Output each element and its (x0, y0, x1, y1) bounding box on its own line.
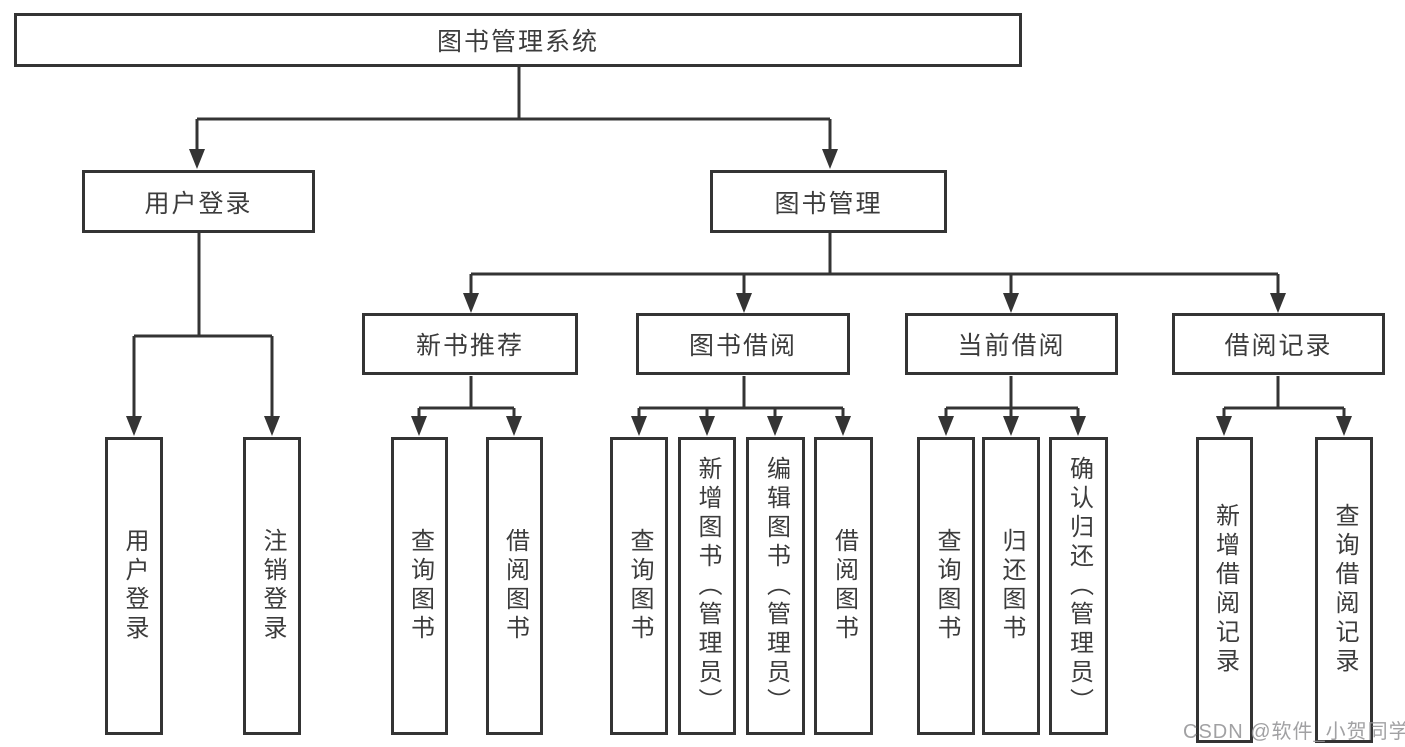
node-user-login-label: 用户登录 (144, 189, 253, 218)
leaf-bw-borrow-books-label: 借阅图书 (830, 528, 858, 644)
leaf-nb-query-books: 查询图书 (391, 437, 448, 735)
leaf-bw-query-books-label: 查询图书 (626, 528, 653, 644)
node-borrow-records-label: 借阅记录 (1224, 332, 1333, 360)
node-new-book-recommend: 新书推荐 (362, 313, 578, 375)
leaf-cur-confirm-return-admin: 确认归还（管理员） (1049, 437, 1108, 735)
node-book-management: 图书管理 (710, 170, 947, 233)
node-book-borrow: 图书借阅 (636, 313, 850, 375)
node-user-login: 用户登录 (82, 170, 315, 233)
leaf-user-login: 用户登录 (105, 437, 163, 735)
leaf-cur-return-books: 归还图书 (982, 437, 1040, 735)
node-new-book-recommend-label: 新书推荐 (415, 332, 524, 360)
leaf-bw-add-books-admin: 新增图书（管理员） (678, 437, 736, 735)
arrowheads (126, 149, 1352, 436)
leaf-bw-query-books: 查询图书 (610, 437, 668, 735)
leaf-cur-query-books: 查询图书 (917, 437, 975, 735)
leaf-bw-borrow-books: 借阅图书 (814, 437, 873, 735)
node-root-label: 图书管理系统 (436, 28, 599, 56)
node-current-borrow: 当前借阅 (905, 313, 1118, 375)
leaf-rec-query-record: 查询借阅记录 (1315, 437, 1373, 743)
node-book-borrow-label: 图书借阅 (688, 332, 797, 360)
leaf-cur-return-books-label: 归还图书 (998, 528, 1025, 644)
leaf-nb-query-books-label: 查询图书 (406, 528, 434, 644)
csdn-watermark: CSDN @软件_小贺同学 (1183, 721, 1405, 743)
node-root: 图书管理系统 (14, 13, 1022, 67)
leaf-cur-query-books-label: 查询图书 (933, 528, 960, 644)
leaf-rec-add-record-label: 新增借阅记录 (1211, 503, 1239, 677)
leaf-user-login-label: 用户登录 (121, 528, 148, 644)
leaf-bw-edit-books-admin-label: 编辑图书（管理员） (762, 455, 790, 717)
node-borrow-records: 借阅记录 (1172, 313, 1385, 375)
leaf-nb-borrow-books-label: 借阅图书 (501, 528, 529, 644)
leaf-logout: 注销登录 (243, 437, 301, 735)
leaf-rec-query-record-label: 查询借阅记录 (1331, 503, 1358, 677)
node-current-borrow-label: 当前借阅 (957, 332, 1066, 360)
leaf-bw-edit-books-admin: 编辑图书（管理员） (746, 437, 805, 735)
leaf-logout-label: 注销登录 (259, 528, 286, 644)
leaf-cur-confirm-return-admin-label: 确认归还（管理员） (1065, 455, 1093, 717)
leaf-bw-add-books-admin-label: 新增图书（管理员） (694, 455, 721, 717)
leaf-rec-add-record: 新增借阅记录 (1196, 437, 1253, 743)
node-book-management-label: 图书管理 (774, 189, 883, 218)
leaf-nb-borrow-books: 借阅图书 (486, 437, 543, 735)
